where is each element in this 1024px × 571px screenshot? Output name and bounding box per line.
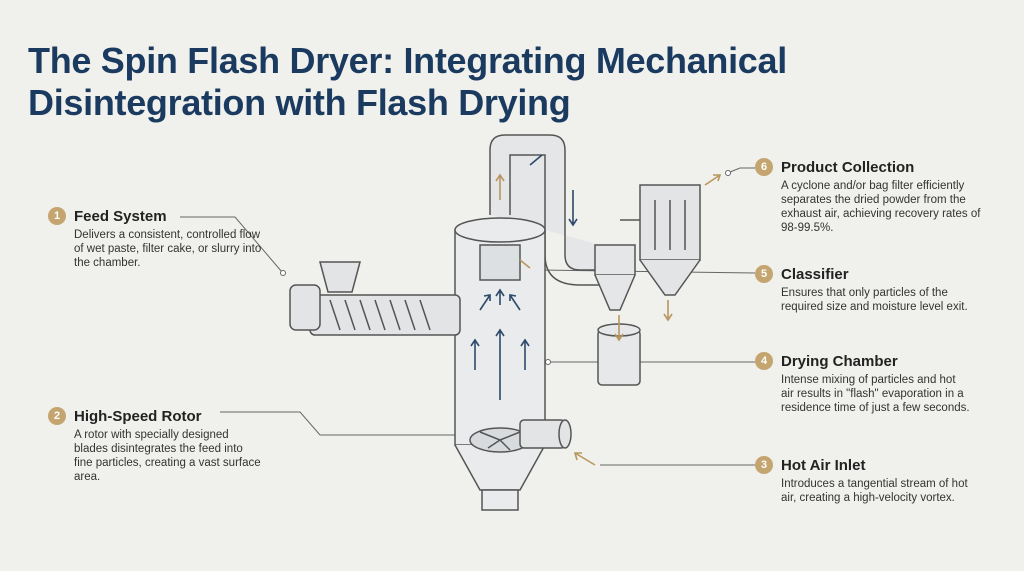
callout-label: Hot Air Inlet bbox=[781, 456, 866, 474]
callout-product-collection: 6 Product Collection A cyclone and/or bag… bbox=[755, 158, 995, 235]
callout-label: Feed System bbox=[74, 207, 167, 225]
callout-desc: Introduces a tangential stream of hot ai… bbox=[781, 478, 968, 504]
callout-desc: A cyclone and/or bag filter efficiently … bbox=[781, 180, 981, 234]
callout-high-speed-rotor: 2 High-Speed Rotor A rotor with specially… bbox=[48, 407, 263, 484]
callout-drying-chamber: 4 Drying Chamber Intense mixing of partic… bbox=[755, 352, 970, 415]
step-badge: 3 bbox=[755, 456, 773, 474]
callout-label: High-Speed Rotor bbox=[74, 407, 202, 425]
hot-air-inlet bbox=[519, 419, 572, 449]
title-line-1: The Spin Flash Dryer: Integrating Mechan… bbox=[28, 40, 787, 81]
bag-filter bbox=[620, 184, 701, 296]
callout-desc: Delivers a consistent, controlled flow o… bbox=[74, 229, 262, 269]
step-badge: 6 bbox=[755, 158, 773, 176]
cyclone bbox=[594, 244, 636, 311]
callout-feed-system: 1 Feed System Delivers a consistent, cont… bbox=[48, 207, 263, 270]
callout-label: Classifier bbox=[781, 265, 849, 283]
feed-screw bbox=[289, 261, 461, 336]
callout-label: Drying Chamber bbox=[781, 352, 898, 370]
step-badge: 4 bbox=[755, 352, 773, 370]
callout-desc: Ensures that only particles of the requi… bbox=[781, 287, 968, 313]
title-line-2: Disintegration with Flash Drying bbox=[28, 82, 571, 123]
callout-hot-air-inlet: 3 Hot Air Inlet Introduces a tangential s… bbox=[755, 456, 970, 505]
ductwork bbox=[489, 134, 605, 286]
step-badge: 5 bbox=[755, 265, 773, 283]
rotor bbox=[469, 427, 531, 453]
step-badge: 2 bbox=[48, 407, 66, 425]
flow-arrows bbox=[470, 154, 578, 400]
step-badge: 1 bbox=[48, 207, 66, 225]
gold-arrows bbox=[495, 173, 722, 466]
page-title: The Spin Flash Dryer: Integrating Mechan… bbox=[28, 40, 787, 124]
callout-desc: Intense mixing of particles and hot air … bbox=[781, 374, 970, 414]
callout-label: Product Collection bbox=[781, 158, 915, 176]
callout-desc: A rotor with specially designed blades d… bbox=[74, 429, 261, 483]
callout-classifier: 5 Classifier Ensures that only particles … bbox=[755, 265, 970, 314]
